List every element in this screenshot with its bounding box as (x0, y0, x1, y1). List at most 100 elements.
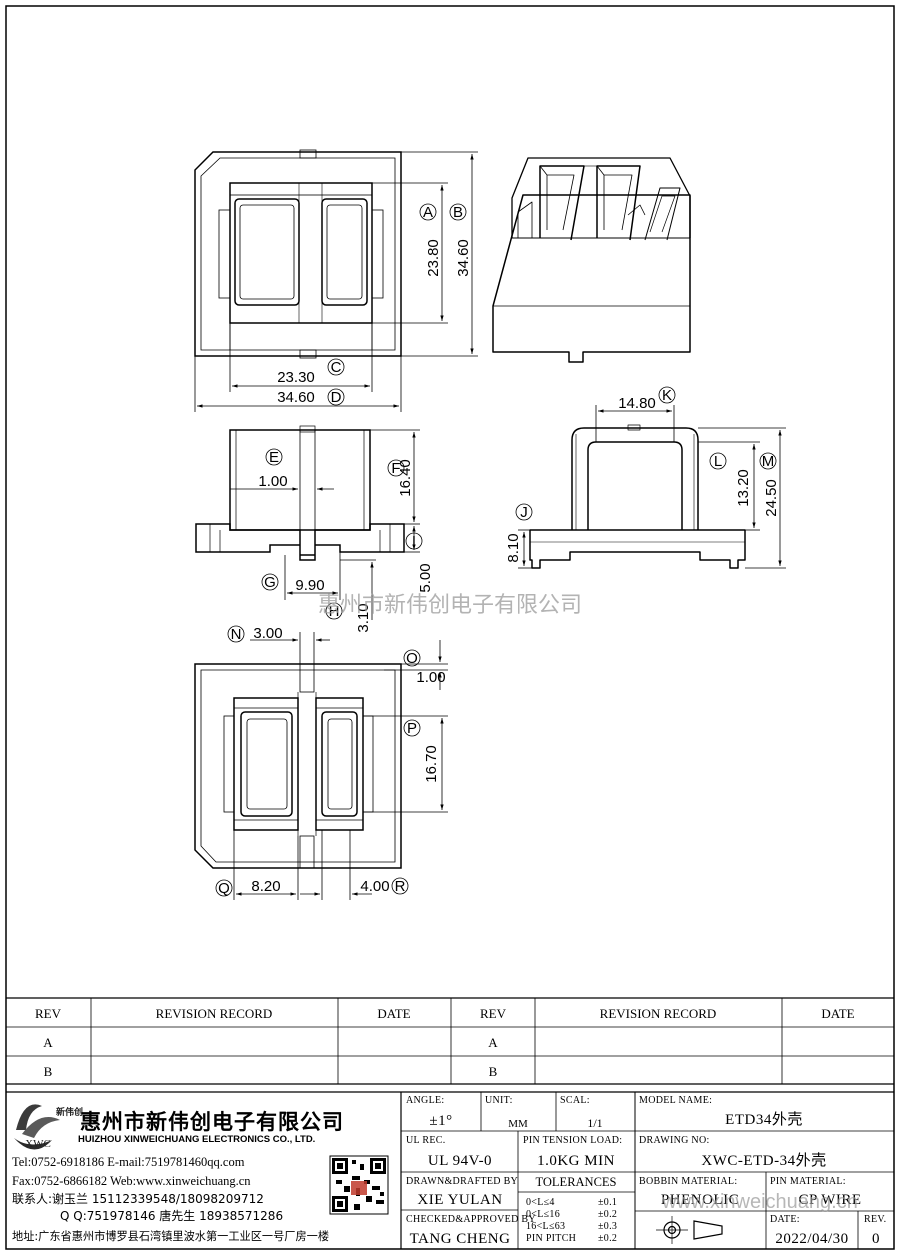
logo-abbr: XWC (25, 1138, 51, 1150)
ul-rec-label: UL REC. (406, 1135, 446, 1146)
pin-tension-value: 1.0KG MIN (537, 1153, 615, 1169)
tol-range-3: 16<L≤63 (526, 1221, 565, 1232)
label-k: K (662, 387, 672, 404)
label-p: P (407, 720, 417, 737)
rev-a-right: A (488, 1035, 498, 1050)
dim-23-30: 23.30 (277, 369, 315, 386)
contact-line-4: Q Q:751978146 唐先生 18938571286 (60, 1208, 283, 1223)
label-d: D (331, 389, 342, 406)
rev-b-left: B (44, 1064, 53, 1079)
watermark-url: www.xinweichuang.cn (661, 1191, 858, 1213)
tolerances-label: TOLERANCES (535, 1175, 616, 1189)
checked-by-label: CHECKED&APPROVED BY (406, 1214, 536, 1225)
pin-material-value: CP WIRE (798, 1192, 861, 1208)
label-l: L (714, 453, 722, 470)
revision-record-header-1: REVISION RECORD (156, 1006, 273, 1021)
revision-table-grid (6, 997, 894, 1085)
dim-9-90: 9.90 (295, 577, 324, 594)
date-header-2: DATE (821, 1006, 854, 1021)
bobbin-material-value: PHENOLIC (661, 1192, 739, 1208)
label-o: O (406, 650, 418, 667)
label-q: Q (218, 880, 230, 897)
dim-14-80: 14.80 (618, 395, 656, 412)
date-value: 2022/04/30 (775, 1231, 848, 1247)
sheet-border (5, 5, 895, 1250)
dim-8-10: 8.10 (505, 533, 522, 562)
dim-23-80: 23.80 (425, 239, 442, 277)
label-b: B (453, 204, 463, 221)
tol-value-1: ±0.1 (598, 1197, 617, 1208)
watermark-company: 惠州市新伟创电子有限公司 (318, 593, 582, 618)
qr-code (329, 1155, 389, 1215)
label-m: M (762, 453, 775, 470)
company-logo (14, 1104, 60, 1150)
ul-rec-value: UL 94V-0 (428, 1153, 492, 1169)
tol-value-4: ±0.2 (598, 1233, 617, 1244)
rev-value: 0 (872, 1231, 880, 1247)
unit-label: UNIT: (485, 1095, 513, 1106)
isometric-view (492, 157, 691, 363)
label-e: E (269, 449, 279, 466)
dim-3-10: 3.10 (355, 603, 372, 632)
dim-1-00-e: 1.00 (258, 473, 287, 490)
company-name-cn: 惠州市新伟创电子有限公司 (80, 1110, 344, 1134)
checked-by-value: TANG CHENG (410, 1231, 511, 1247)
tol-value-2: ±0.2 (598, 1209, 617, 1220)
angle-value: ±1° (429, 1113, 452, 1129)
tol-range-2: 0<L≤16 (526, 1209, 560, 1220)
dim-5-00: 5.00 (417, 563, 434, 592)
rev-header-1: REV (35, 1006, 62, 1021)
side-view-dimensions (515, 386, 786, 569)
side-view (529, 424, 746, 569)
date-label: DATE: (770, 1214, 800, 1225)
front-view-dimensions (230, 429, 423, 620)
tol-range-1: 0<L≤4 (526, 1197, 555, 1208)
model-name-label: MODEL NAME: (639, 1095, 712, 1106)
angle-label: ANGLE: (406, 1095, 444, 1106)
label-h: H (329, 603, 340, 620)
dim-34-60-horizontal: 34.60 (277, 389, 315, 406)
label-n: N (231, 626, 242, 643)
top-view-dimensions (194, 151, 478, 412)
dim-3-00: 3.00 (253, 625, 282, 642)
dim-16-40: 16.40 (397, 459, 414, 497)
dim-1-00-o: 1.00 (416, 669, 445, 686)
dim-4-00: 4.00 (360, 878, 389, 895)
tol-range-4: PIN PITCH (526, 1233, 576, 1244)
scale-value: 1/1 (587, 1116, 602, 1130)
pin-material-label: PIN MATERIAL: (770, 1176, 846, 1187)
rev-label: REV. (864, 1214, 886, 1225)
title-block-grid (6, 1091, 894, 1249)
dim-24-50: 24.50 (763, 479, 780, 517)
dim-34-60-vertical: 34.60 (455, 239, 472, 277)
pin-tension-label: PIN TENSION LOAD: (523, 1135, 622, 1146)
contact-line-1: Tel:0752-6918186 E-mail:7519781460qq.com (12, 1155, 245, 1169)
bottom-view-dimensions (215, 625, 448, 900)
contact-line-3: 联系人:谢玉兰 15112339548/18098209712 (12, 1191, 264, 1206)
company-name-en: HUIZHOU XINWEICHUANG ELECTRONICS CO., LT… (78, 1134, 315, 1145)
label-f: F (391, 460, 400, 477)
date-header-1: DATE (377, 1006, 410, 1021)
rev-b-right: B (489, 1064, 498, 1079)
bobbin-material-label: BOBBIN MATERIAL: (639, 1176, 737, 1187)
logo-cn-text: 新伟创 (56, 1106, 83, 1118)
drawn-by-value: XIE YULAN (417, 1192, 502, 1208)
drawn-by-label: DRAWN&DRAFTED BY (406, 1176, 518, 1187)
contact-line-5: 地址:广东省惠州市博罗县石湾镇里波水第一工业区一号厂房一楼 (12, 1229, 329, 1243)
label-i: I (412, 533, 416, 550)
label-r: R (395, 878, 406, 895)
scale-label: SCAL: (560, 1095, 590, 1106)
rev-a-left: A (43, 1035, 53, 1050)
rev-header-2: REV (480, 1006, 507, 1021)
top-view (194, 149, 402, 359)
dim-13-20: 13.20 (735, 469, 752, 507)
label-a: A (423, 204, 433, 221)
contact-line-2: Fax:0752-6866182 Web:www.xinweichuang.cn (12, 1174, 251, 1188)
revision-record-header-2: REVISION RECORD (600, 1006, 717, 1021)
bottom-view (194, 663, 402, 869)
unit-value: MM (508, 1118, 528, 1130)
front-view (195, 425, 405, 561)
dim-16-70: 16.70 (423, 745, 440, 783)
tol-value-3: ±0.3 (598, 1221, 617, 1232)
